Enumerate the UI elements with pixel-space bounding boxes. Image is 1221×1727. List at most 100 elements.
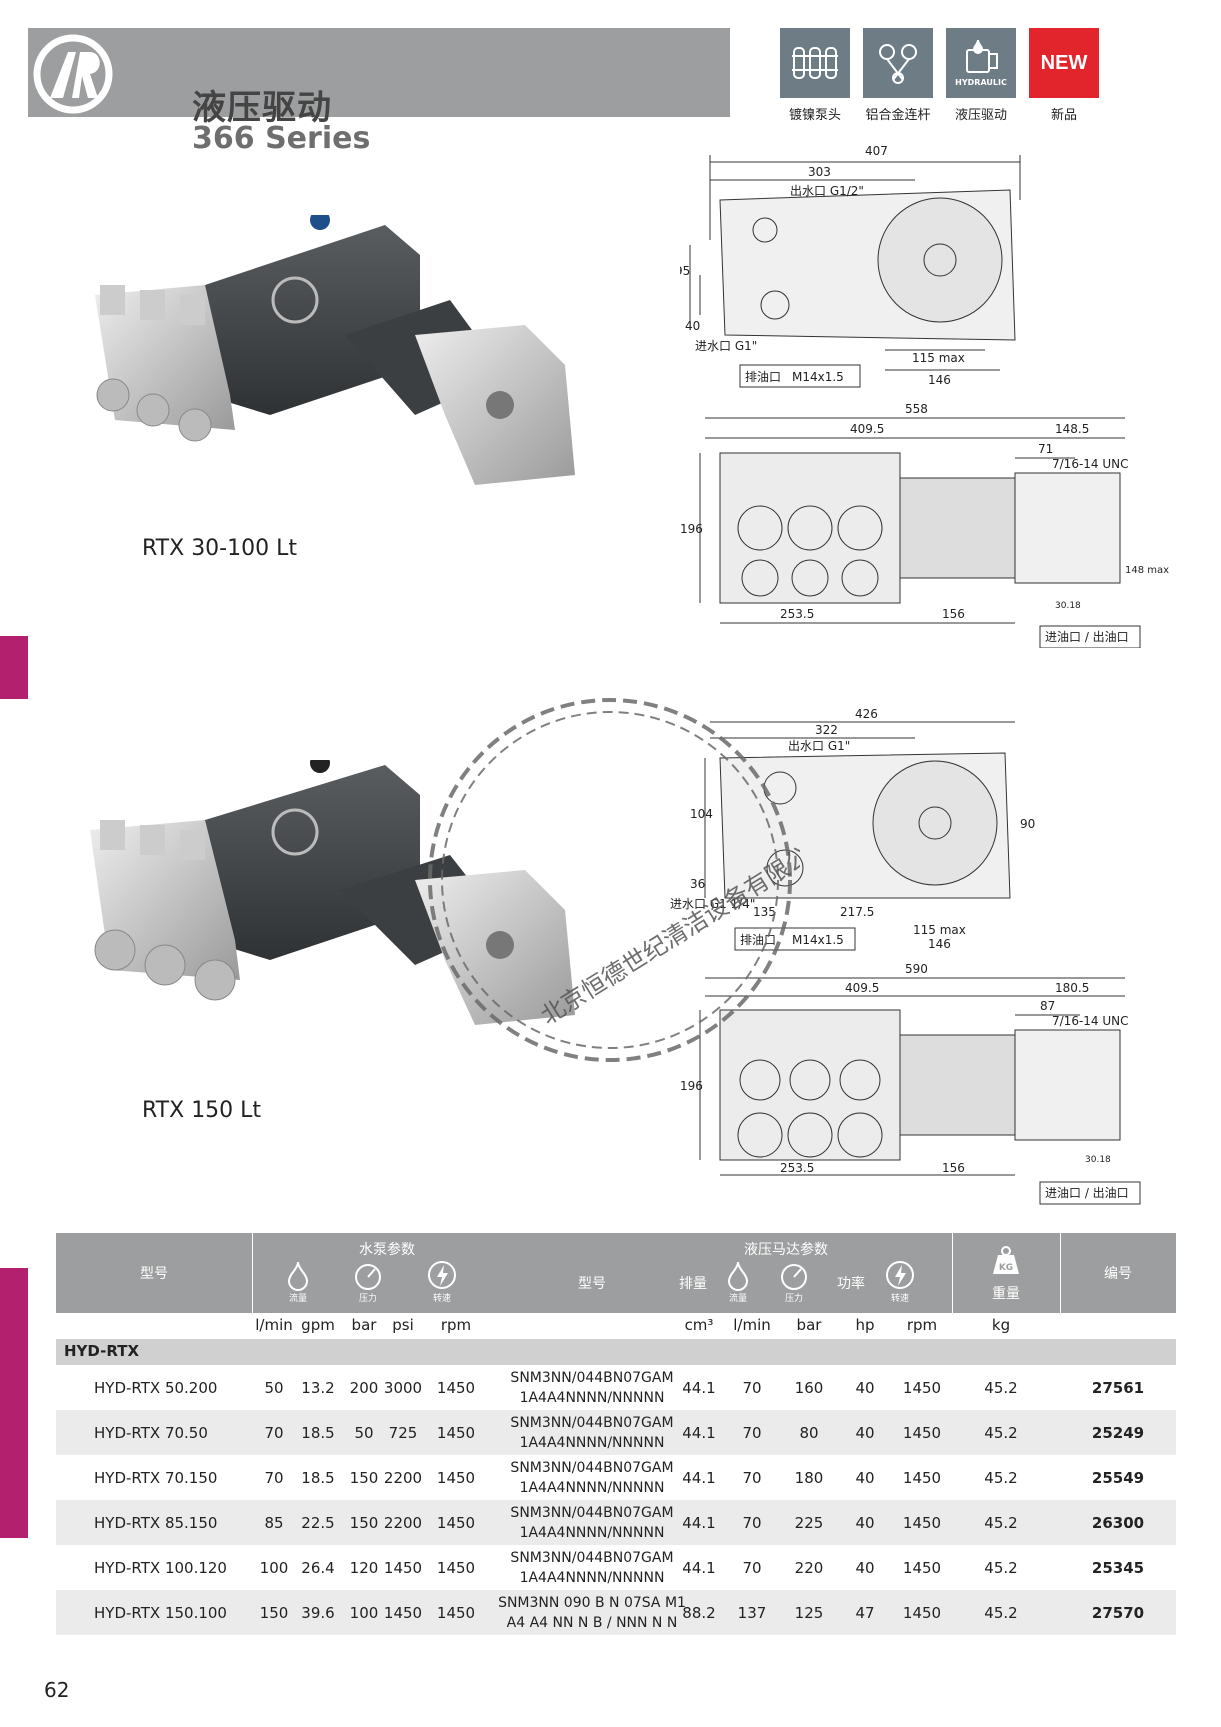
dim-label: 558 [905,402,928,416]
dim-label: 115 max [913,923,966,937]
cell-flow-gpm: 39.6 [301,1603,335,1622]
dim-label: 156 [942,607,965,621]
cell-pressure-psi: 1450 [383,1603,423,1622]
header-flow: 流量 [728,1294,747,1304]
header-motor-model: 型号 [578,1276,606,1292]
header-weight: 重量 [992,1286,1020,1302]
cell-motor-model-line1: SNM3NN/044BN07GAM [510,1369,674,1386]
dim-label: M14x1.5 [792,370,844,384]
dim-label: 253.5 [780,607,814,621]
header-model: 型号 [140,1266,168,1282]
dim-label: 135 [753,905,776,919]
cell-code: 27561 [1091,1378,1145,1397]
dim-label: 36 [690,877,705,891]
drop-icon [727,1261,749,1291]
page-number: 62 [44,1678,70,1702]
header-pressure: 压力 [784,1294,803,1304]
new-badge: NEW [1029,28,1099,98]
unit-label: rpm [440,1316,472,1334]
cell-displacement: 44.1 [682,1378,716,1397]
cell-pressure-psi: 2200 [383,1513,423,1532]
weight-icon [993,1246,1019,1274]
dim-label: 排油口 [745,370,781,384]
unit-label: bar [351,1316,377,1334]
dim-label: 出水口 G1/2" [790,184,864,198]
cell-rpm: 1450 [436,1603,476,1622]
cell-displacement: 44.1 [682,1558,716,1577]
cell-code: 25249 [1091,1423,1145,1442]
side-tab-marker [0,1268,28,1538]
dim-label: 148 max [1125,565,1169,576]
cell-motor-rpm: 1450 [902,1378,942,1397]
cell-motor-model-line2: 1A4A4NNNN/NNNNN [519,1569,665,1586]
cell-model: HYD-RTX 85.150 [94,1513,218,1532]
table-row: HYD-RTX 70.50 70 18.5 50 725 1450 SNM3NN… [56,1410,1176,1455]
unit-label: l/min [733,1316,771,1334]
cell-rpm: 1450 [436,1468,476,1487]
dim-label: 148.5 [1055,422,1089,436]
dim-label: 409.5 [850,422,884,436]
header-flow: 流量 [288,1294,307,1304]
dim-label: 95 [680,264,690,278]
cell-weight: 45.2 [984,1423,1018,1442]
cell-weight: 45.2 [984,1468,1018,1487]
dim-label: 590 [905,962,928,976]
dim-label: 180.5 [1055,981,1089,995]
cell-motor-pressure: 225 [794,1513,824,1532]
cell-motor-rpm: 1450 [902,1558,942,1577]
cell-flow-lmin: 70 [264,1423,284,1442]
header-code: 编号 [1104,1266,1132,1282]
header-power: 功率 [837,1276,865,1292]
table-row: HYD-RTX 85.150 85 22.5 150 2200 1450 SNM… [56,1500,1176,1545]
technical-drawing-top-1: 407 303 出水口 G1/2" 95 40 进水口 G1" 排油口 M14x… [680,144,1021,388]
dim-label: 146 [928,937,951,951]
cell-pressure-psi: 1450 [383,1558,423,1577]
cell-motor-flow: 70 [742,1558,762,1577]
feature-label: 镀镍泵头 [788,108,841,123]
drop-icon [287,1261,309,1291]
cell-motor-pressure: 220 [794,1558,824,1577]
cell-motor-flow: 70 [742,1423,762,1442]
table-row: HYD-RTX 50.200 50 13.2 200 3000 1450 SNM… [56,1365,1176,1410]
cell-model: HYD-RTX 150.100 [94,1603,227,1622]
cell-power: 40 [855,1468,875,1487]
cell-flow-gpm: 26.4 [301,1558,335,1577]
nickel-head-icon [780,28,850,98]
header-motor-params: 液压马达参数 [744,1242,828,1258]
header-speed: 转速 [890,1294,909,1304]
cell-weight: 45.2 [984,1558,1018,1577]
series-subtitle: 366 Series [192,121,371,156]
cell-displacement: 44.1 [682,1468,716,1487]
dim-label: 115 max [912,351,965,365]
dim-label: 7/16-14 UNC [1052,457,1129,471]
cell-weight: 45.2 [984,1603,1018,1622]
product-label: RTX 30-100 Lt [142,536,297,561]
dim-label: 196 [680,1079,703,1093]
header-weight-kg: KG [998,1263,1014,1273]
dim-label: 进油口 / 出油口 [1045,1186,1129,1200]
feature-label: 铝合金连杆 [865,108,931,123]
table-body: HYD-RTX 50.200 50 13.2 200 3000 1450 SNM… [56,1365,1176,1635]
gauge-icon [781,1264,807,1290]
dim-label: 426 [855,708,878,721]
product-image-rtx-30-100 [95,210,650,540]
technical-drawing-top-2: 426 322 出水口 G1" 104 36 进水口 G1 1/4" 135 2… [670,708,1035,951]
cell-power: 40 [855,1513,875,1532]
dim-label: 40 [685,319,700,333]
dim-label: 217.5 [840,905,874,919]
gauge-icon [355,1264,381,1290]
dim-label: 253.5 [780,1161,814,1175]
dim-label: 进水口 G1" [695,339,757,353]
cell-pressure-bar: 150 [349,1468,379,1487]
dim-label: 90 [1020,817,1035,831]
feature-nickel-head: 镀镍泵头 [780,28,850,123]
cell-motor-flow: 70 [742,1378,762,1397]
cell-pressure-bar: 150 [349,1513,379,1532]
cell-code: 27570 [1091,1603,1145,1622]
cell-flow-gpm: 18.5 [301,1423,335,1442]
technical-drawing-side-2: 590 409.5 180.5 87 7/16-14 UNC 196 253.5… [680,962,1141,1205]
cell-flow-lmin: 150 [259,1603,289,1622]
feature-hydraulic: HYDRAULIC 液压驱动 [946,28,1016,123]
cell-pressure-bar: 50 [354,1423,374,1442]
dim-label: 104 [690,807,713,821]
